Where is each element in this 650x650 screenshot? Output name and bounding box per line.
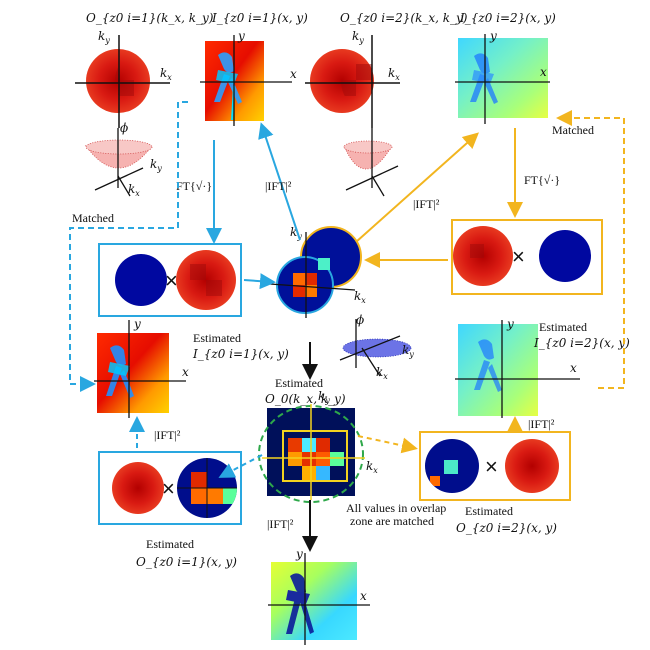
estimated-intensity-2: x y Estimated I_{z0 i=2}(x, y) bbox=[455, 317, 630, 418]
left-product-box: × bbox=[98, 243, 242, 317]
ift-right-label: |IFT|² bbox=[528, 417, 555, 431]
overlap-note-line-1: All values in overlap bbox=[346, 501, 446, 515]
ift-left-label: |IFT|² bbox=[154, 428, 181, 442]
central-spectrum: kx ky bbox=[269, 225, 366, 318]
svg-text:kx: kx bbox=[354, 289, 366, 305]
estimated-label-o2: Estimated bbox=[465, 504, 513, 518]
probe-surface-2 bbox=[343, 128, 399, 197]
times-symbol-bottom-right: × bbox=[485, 454, 498, 479]
bottom-left-product-box: × Estimated O_{z0 i=1}(x, y) bbox=[98, 451, 242, 569]
ft-sqrt-right-label: FT{√·} bbox=[524, 173, 560, 187]
matched-right-label: Matched bbox=[552, 123, 594, 137]
svg-text:x: x bbox=[182, 365, 189, 379]
svg-text:ky: ky bbox=[98, 29, 110, 45]
intensity-1-title: I_{z0 i=1}(x, y) bbox=[211, 11, 308, 25]
arrow-o0-to-right-box bbox=[357, 435, 418, 454]
svg-text:y: y bbox=[295, 547, 303, 561]
svg-text:y: y bbox=[506, 317, 514, 331]
estimated-intensity-1: x y Estimated I_{z0 i=1}(x, y) bbox=[94, 317, 289, 418]
estimated-label-o1: Estimated bbox=[146, 537, 194, 551]
bottom-right-product-box: × Estimated O_{z0 i=2}(x, y) bbox=[419, 431, 571, 535]
phi-label-1: ϕ bbox=[120, 121, 128, 135]
estimated-o1-formula: O_{z0 i=1}(x, y) bbox=[136, 555, 237, 569]
intensity-2-title: I_{z0 i=2}(x, y) bbox=[459, 11, 556, 25]
right-product-box: × bbox=[451, 219, 603, 295]
times-symbol-bottom-left: × bbox=[162, 476, 175, 501]
arrow-left-box-to-center bbox=[243, 273, 276, 290]
ft-sqrt-left-label: FT{√·} bbox=[176, 179, 212, 193]
svg-text:x: x bbox=[540, 65, 547, 79]
spectrum-2-plot: O_{z0 i=2}(k_x, k_y) kx ky bbox=[305, 11, 468, 128]
svg-text:x: x bbox=[360, 589, 367, 603]
svg-text:x: x bbox=[290, 67, 297, 81]
svg-text:kx: kx bbox=[366, 459, 378, 475]
arrow-ift-upper bbox=[258, 122, 301, 241]
svg-text:y: y bbox=[133, 317, 141, 331]
svg-text:kx: kx bbox=[388, 66, 400, 82]
times-symbol-left: × bbox=[165, 268, 178, 293]
estimated-o2-formula: O_{z0 i=2}(x, y) bbox=[456, 521, 557, 535]
estimated-i1-formula: I_{z0 i=1}(x, y) bbox=[192, 347, 289, 361]
svg-text:kx: kx bbox=[128, 182, 140, 198]
svg-text:ky: ky bbox=[402, 343, 414, 359]
probe-surface-1: ϕ ky kx bbox=[84, 121, 162, 198]
arrow-o0-to-left-box bbox=[218, 454, 263, 478]
ift-gold-label: |IFT|² bbox=[413, 197, 440, 211]
matched-left-label: Matched bbox=[72, 211, 114, 225]
ift-upper-label: |IFT|² bbox=[265, 179, 292, 193]
intensity-image-1: I_{z0 i=1}(x, y) x y bbox=[200, 11, 308, 126]
estimated-label-o0: Estimated bbox=[275, 376, 323, 390]
ift-bottom-label: |IFT|² bbox=[267, 517, 294, 531]
matched-loop-right bbox=[556, 110, 625, 389]
matched-loop-left bbox=[69, 101, 188, 392]
svg-text:ϕ: ϕ bbox=[356, 313, 364, 327]
estimated-label-i2: Estimated bbox=[539, 320, 587, 334]
svg-text:ky: ky bbox=[150, 157, 162, 173]
spectrum-1-blocks bbox=[115, 64, 134, 96]
estimated-object-spectrum: Estimated O_0(k_x, k_y) kx ky All values… bbox=[258, 376, 446, 528]
overlap-note-line-2: zone are matched bbox=[350, 514, 434, 528]
svg-text:ky: ky bbox=[318, 389, 330, 405]
svg-text:x: x bbox=[570, 361, 577, 375]
probe-surface-flat: ϕ ky kx bbox=[339, 313, 414, 381]
estimated-o0-formula: O_0(k_x, k_y) bbox=[265, 392, 346, 406]
svg-text:kx: kx bbox=[376, 365, 388, 381]
spectrum-2-title: O_{z0 i=2}(k_x, k_y) bbox=[340, 11, 468, 25]
spectrum-1-title: O_{z0 i=1}(k_x, k_y) bbox=[86, 11, 214, 25]
final-reconstruction: x y bbox=[268, 547, 370, 645]
arrow-ift-gold bbox=[355, 132, 479, 243]
spectrum-1-plot: O_{z0 i=1}(k_x, k_y) kx ky bbox=[75, 11, 214, 128]
svg-text:ky: ky bbox=[352, 29, 364, 45]
svg-text:y: y bbox=[489, 29, 497, 43]
estimated-label-i1: Estimated bbox=[193, 331, 241, 345]
svg-text:kx: kx bbox=[160, 66, 172, 82]
times-symbol-right: × bbox=[512, 244, 525, 269]
estimated-i2-formula: I_{z0 i=2}(x, y) bbox=[533, 336, 630, 350]
intensity-image-2: I_{z0 i=2}(x, y) x y bbox=[455, 11, 556, 124]
svg-text:y: y bbox=[237, 29, 245, 43]
